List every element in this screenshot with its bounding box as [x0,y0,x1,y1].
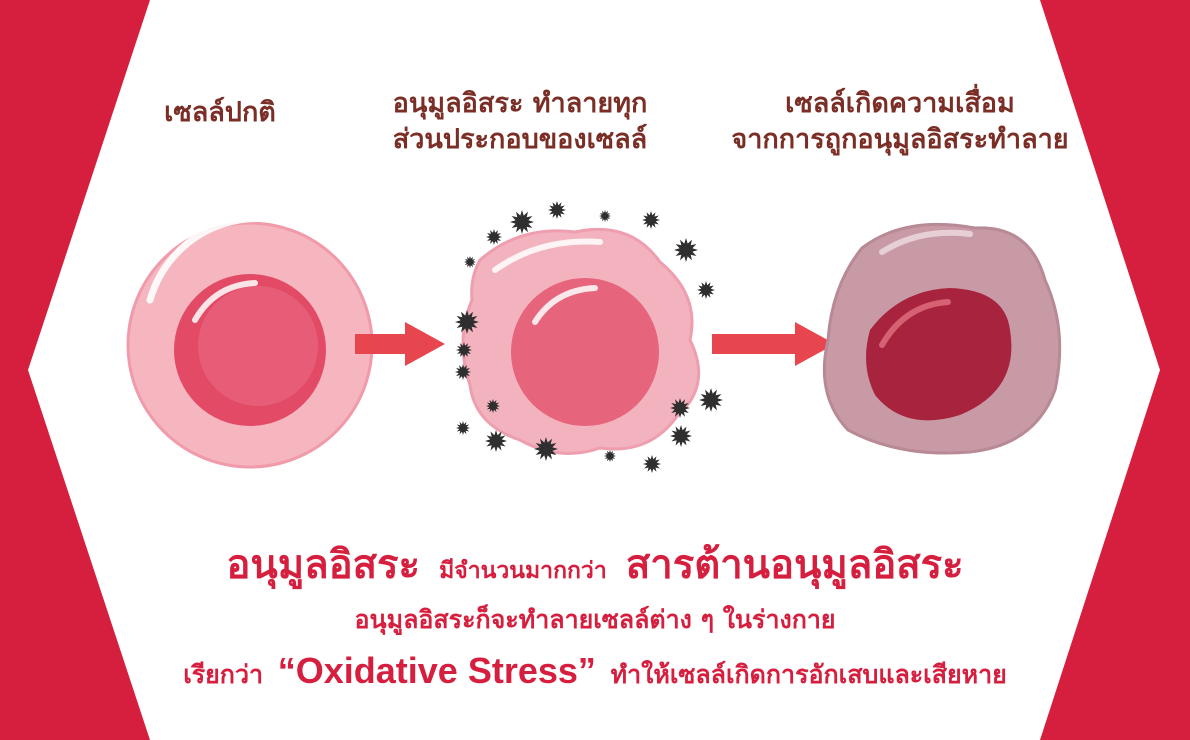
caption-result-text: ทำให้เซลล์เกิดการอักเสบและเสียหาย [610,660,1007,689]
free-radical-icon [670,425,692,447]
healthy-cell [126,215,374,469]
stage-label-attacked-line-1: อนุมูลอิสระ ทำลายทุก [392,88,648,119]
free-radical-icon [456,421,470,435]
free-radicals [455,201,723,473]
free-radical-icon [643,455,661,473]
caption-line-3: เรียกว่า “Oxidative Stress” ทำให้เซลล์เก… [0,650,1190,695]
free-radical-icon [604,450,616,462]
stage-label-normal-text: เซลล์ปกติ [164,97,276,128]
free-radical-icon [670,398,690,418]
free-radical-icon [642,211,660,229]
damaged-cell [822,222,1062,455]
free-radical-icon [674,238,698,262]
free-radical-icon [486,399,500,413]
free-radical-icon [697,281,715,299]
caption-line-1: อนุมูลอิสระ มีจำนวนมากกว่า สารต้านอนุมูล… [0,532,1190,596]
arrow-right-icon [712,322,835,366]
attacked-cell [461,227,701,455]
caption-oxidative-stress-term: “Oxidative Stress” [277,650,596,691]
free-radical-icon [510,210,534,234]
caption-free-radicals-term: อนุมูลอิสระ [226,542,420,588]
free-radical-icon [456,342,472,358]
free-radical-icon [455,364,471,380]
free-radical-icon [699,388,723,412]
caption-called-text: เรียกว่า [183,660,264,689]
free-radical-icon [486,229,502,245]
stage-label-attacked-cell: อนุมูลอิสระ ทำลายทุก ส่วนประกอบของเซลล์ [340,86,700,158]
free-radical-icon [548,201,566,219]
arrow-right-icon [355,322,445,366]
stage-label-normal-cell: เซลล์ปกติ [90,95,350,131]
free-radical-icon [599,210,611,222]
free-radical-icon [455,310,479,334]
free-radical-icon [534,437,558,461]
caption-antioxidants-term: สารต้านอนุมูลอิสระ [625,542,964,588]
stage-label-damaged-line-1: เซลล์เกิดความเสื่อม [785,88,1015,119]
stage-label-damaged-line-2: จากการถูกอนุมูลอิสระทำลาย [731,124,1069,155]
caption-more-than-text: มีจำนวนมากกว่า [439,558,607,584]
free-radical-icon [485,430,507,452]
free-radical-icon [464,256,476,268]
stage-label-attacked-line-2: ส่วนประกอบของเซลล์ [392,124,648,155]
caption-line-2: อนุมูลอิสระก็จะทำลายเซลล์ต่าง ๆ ในร่างกา… [354,605,836,634]
stage-label-damaged-cell: เซลล์เกิดความเสื่อม จากการถูกอนุมูลอิสระ… [690,86,1110,158]
